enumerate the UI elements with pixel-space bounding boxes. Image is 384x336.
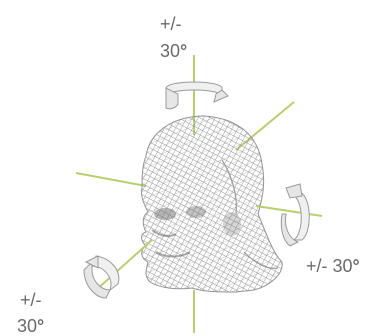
yaw-label-value: 30 bbox=[160, 41, 181, 61]
pitch-label-text: +/- 30 bbox=[306, 256, 353, 276]
depth-axis-front bbox=[95, 239, 153, 291]
roll-rotation-arrow-icon bbox=[83, 255, 120, 299]
roll-label-unit: ° bbox=[37, 316, 45, 336]
roll-label: +/- 30° bbox=[17, 290, 45, 336]
pitch-label-unit: ° bbox=[352, 256, 360, 276]
roll-label-value: 30 bbox=[17, 316, 38, 336]
pitch-label: +/- 30° bbox=[306, 256, 360, 276]
pitch-rotation-arrow-icon bbox=[280, 183, 310, 247]
yaw-label-line1: +/- bbox=[160, 14, 182, 34]
roll-label-line1: +/- bbox=[20, 290, 42, 310]
yaw-label-unit: ° bbox=[180, 41, 188, 61]
head-mesh bbox=[141, 115, 283, 293]
yaw-rotation-arrow-icon bbox=[165, 81, 229, 110]
horizontal-axis-left bbox=[75, 172, 147, 187]
yaw-label: +/- 30° bbox=[160, 14, 187, 61]
horizontal-axis-right bbox=[255, 205, 323, 217]
